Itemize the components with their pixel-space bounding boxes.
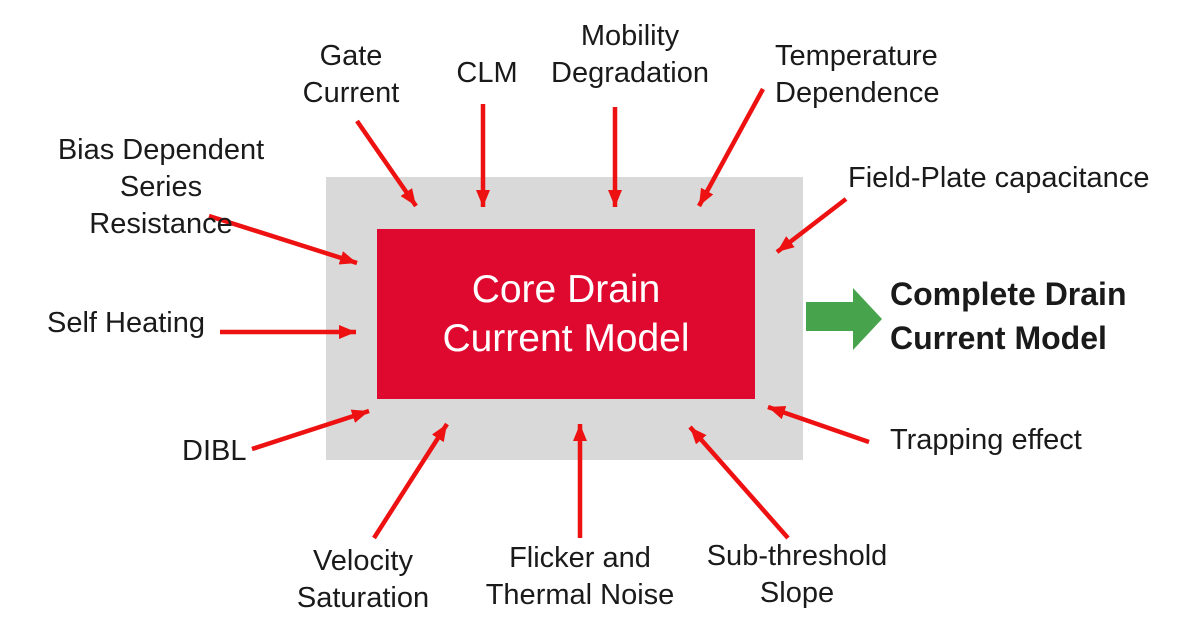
core-model-label: Core Drain Current Model xyxy=(442,268,690,360)
label-clm: CLM xyxy=(456,57,518,89)
label-dibl: DIBL xyxy=(182,435,247,467)
label-flicker-thermal-noise: Flicker and Thermal Noise xyxy=(485,542,675,611)
core-drain-current-model-box: Core Drain Current Model xyxy=(377,229,755,399)
label-field-plate-capacitance: Field-Plate capacitance xyxy=(848,162,1150,194)
green-block-arrow-icon xyxy=(806,288,882,350)
label-mobility-degradation: Mobility Degradation xyxy=(551,20,709,89)
label-self-heating: Self Heating xyxy=(47,307,205,339)
complete-drain-current-model-label: Complete Drain Current Model xyxy=(890,276,1127,356)
label-gate-current: Gate Current xyxy=(302,40,400,109)
label-velocity-saturation: Velocity Saturation xyxy=(296,545,430,614)
label-bias-dependent-series-resistance: Bias Dependent Series Resistance xyxy=(57,134,265,240)
label-temperature-dependence: Temperature Dependence xyxy=(775,40,940,109)
label-trapping-effect: Trapping effect xyxy=(890,424,1082,456)
label-sub-threshold-slope: Sub-threshold Slope xyxy=(706,540,888,609)
